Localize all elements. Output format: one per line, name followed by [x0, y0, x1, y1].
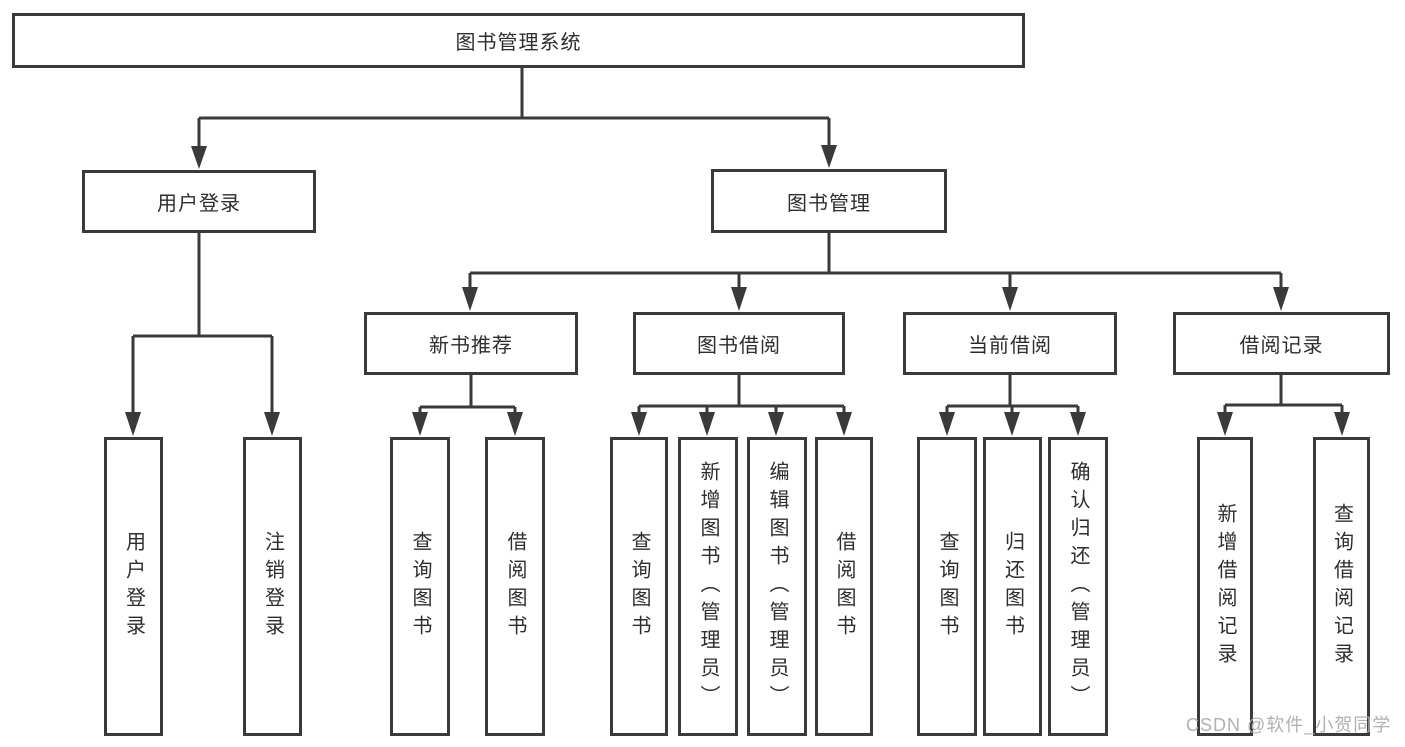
leaf-label: 新增借阅记录	[1214, 502, 1236, 671]
node-borrow-records: 借阅记录	[1173, 312, 1390, 375]
leaf-label: 查询图书	[936, 530, 958, 643]
leaf-borrow-books: 借阅图书	[815, 437, 873, 736]
leaf-label: 编辑图书（管理员）	[766, 460, 788, 713]
leaf-return-books: 归还图书	[983, 437, 1042, 736]
node-current-borrow: 当前借阅	[903, 312, 1117, 375]
leaf-label: 查询借阅记录	[1330, 502, 1353, 671]
node-book-management: 图书管理	[711, 169, 947, 233]
leaf-label: 用户登录	[122, 530, 145, 643]
leaf-label: 注销登录	[261, 530, 284, 643]
leaf-query-books-current: 查询图书	[917, 437, 977, 736]
leaf-query-books-borrow: 查询图书	[610, 437, 668, 736]
leaf-borrow-books-recommend: 借阅图书	[485, 437, 545, 736]
leaf-label: 查询图书	[628, 530, 650, 643]
leaf-confirm-return-admin: 确认归还（管理员）	[1048, 437, 1108, 736]
csdn-watermark: CSDN @软件_小贺同学	[1186, 715, 1392, 735]
leaf-label: 借阅图书	[504, 530, 526, 643]
leaf-logout: 注销登录	[243, 437, 302, 736]
node-book-borrow: 图书借阅	[633, 312, 845, 375]
node-root-system: 图书管理系统	[12, 13, 1025, 68]
leaf-add-books-admin: 新增图书（管理员）	[678, 437, 738, 736]
connector-current-borrow-to-leaves	[939, 375, 1086, 436]
leaf-user-login: 用户登录	[104, 437, 163, 736]
connector-new-book-recommend-to-leaves	[412, 375, 523, 436]
leaf-label: 归还图书	[1001, 530, 1024, 643]
connector-root-to-level2	[191, 68, 837, 169]
leaf-add-borrow-record: 新增借阅记录	[1197, 437, 1253, 736]
node-new-book-recommend: 新书推荐	[364, 312, 578, 375]
leaf-label: 确认归还（管理员）	[1067, 460, 1089, 713]
leaf-label: 新增图书（管理员）	[697, 460, 719, 713]
connector-book-borrow-to-leaves	[631, 375, 852, 436]
leaf-query-borrow-record: 查询借阅记录	[1313, 437, 1370, 736]
leaf-edit-books-admin: 编辑图书（管理员）	[747, 437, 807, 736]
node-user-login: 用户登录	[82, 170, 316, 233]
leaf-query-books-recommend: 查询图书	[390, 437, 450, 736]
leaf-label: 查询图书	[409, 530, 431, 643]
connector-user-login-to-leaves	[125, 233, 280, 436]
leaf-label: 借阅图书	[833, 530, 855, 643]
connector-book-management-to-level3	[462, 233, 1289, 311]
connector-borrow-records-to-leaves	[1217, 375, 1350, 436]
